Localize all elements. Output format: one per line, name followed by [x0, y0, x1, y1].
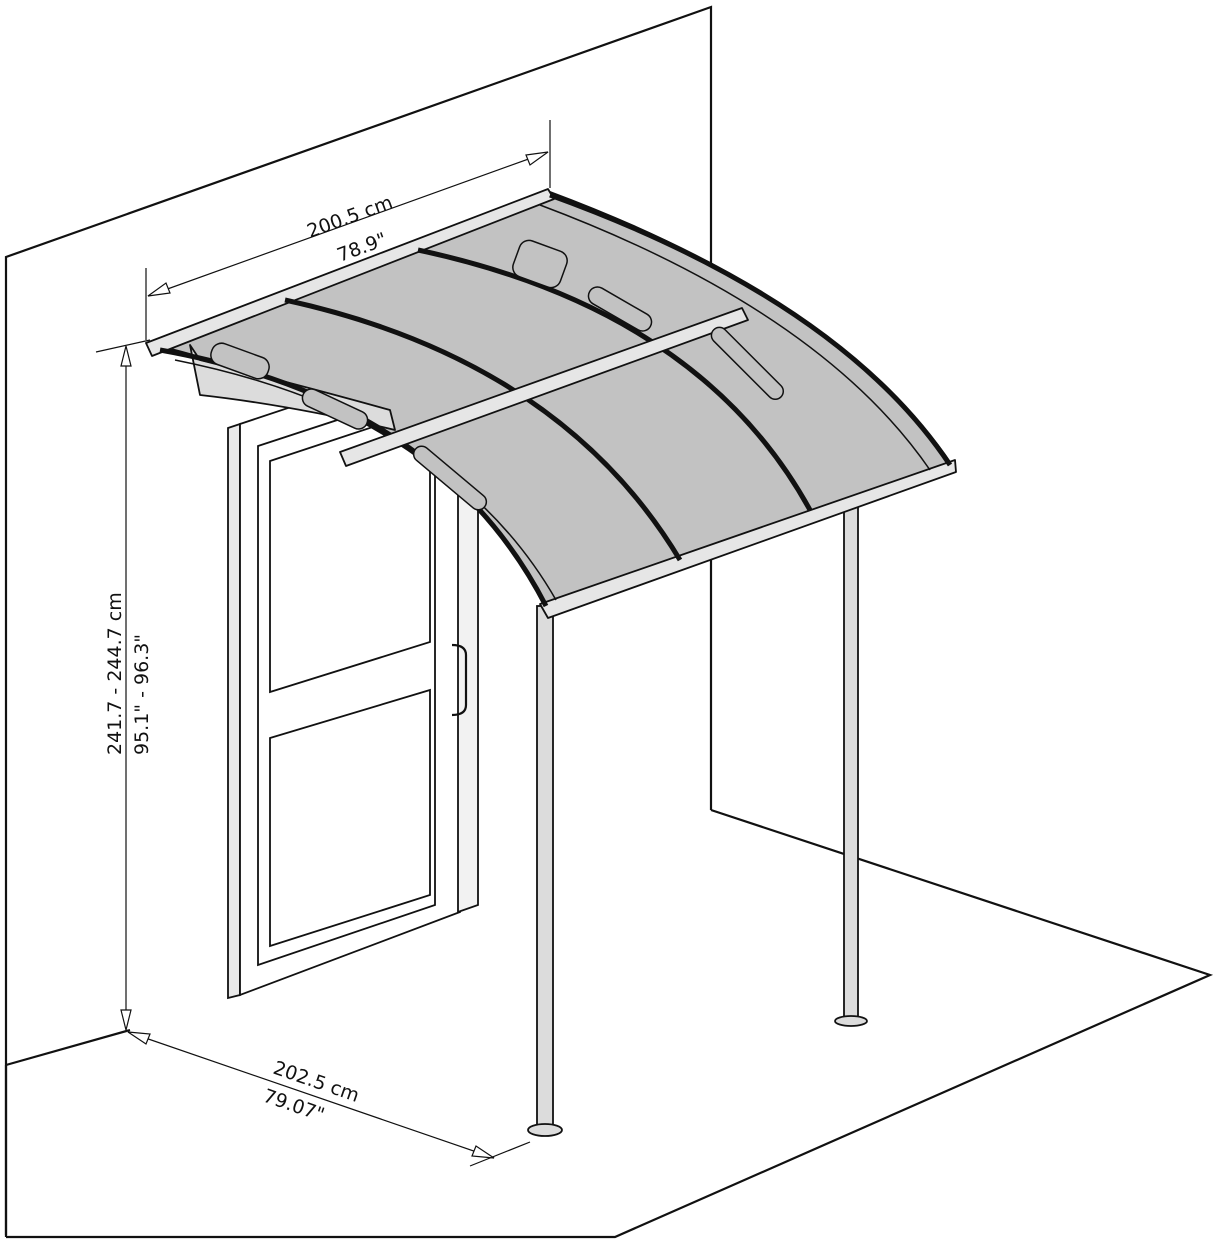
rafter-right [549, 192, 953, 467]
floor-outline [5, 1028, 131, 1067]
height-arrow-bottom-icon [120, 1009, 132, 1031]
cross-beam [339, 307, 749, 467]
bracket-slot-2 [301, 388, 369, 430]
post-front-base [527, 1123, 563, 1137]
height-extension-top [95, 339, 151, 353]
support-posts [527, 444, 868, 1137]
height-imperial-label: 95.1" - 96.3" [131, 634, 153, 755]
bracket-slot-5 [587, 286, 653, 332]
height-metric-label: 241.7 - 244.7 cm [104, 592, 126, 755]
width-dimension-line [147, 151, 549, 297]
depth-dimension [127, 1031, 531, 1167]
depth-arrow-left-icon [127, 1031, 151, 1045]
bracket-slot-3 [412, 445, 488, 511]
bracket-slot-1 [210, 342, 270, 380]
canopy-roof [145, 188, 957, 619]
depth-extension-right [469, 1141, 531, 1167]
depth-arrow-right-icon [471, 1145, 495, 1159]
post-front [536, 605, 554, 1129]
depth-dimension-line [127, 1031, 495, 1159]
door-lower-panel [269, 688, 431, 948]
rafter-right-inner [539, 204, 931, 471]
front-gutter [539, 459, 957, 619]
rafter-left-inner [174, 359, 557, 601]
width-arrow-left-icon [147, 282, 171, 297]
door-handle-icon [451, 643, 468, 717]
bracket-slot-6 [710, 326, 785, 401]
height-arrow-top-icon [120, 345, 132, 367]
post-back [843, 452, 859, 1021]
bracket-slot-4 [512, 239, 568, 289]
door-jamb-left [227, 422, 241, 1000]
width-dimension [145, 120, 551, 340]
floor-edge-right [6, 808, 1214, 1239]
height-dimension [95, 339, 151, 1031]
post-back-base [834, 1015, 868, 1027]
width-arrow-right-icon [525, 151, 549, 166]
